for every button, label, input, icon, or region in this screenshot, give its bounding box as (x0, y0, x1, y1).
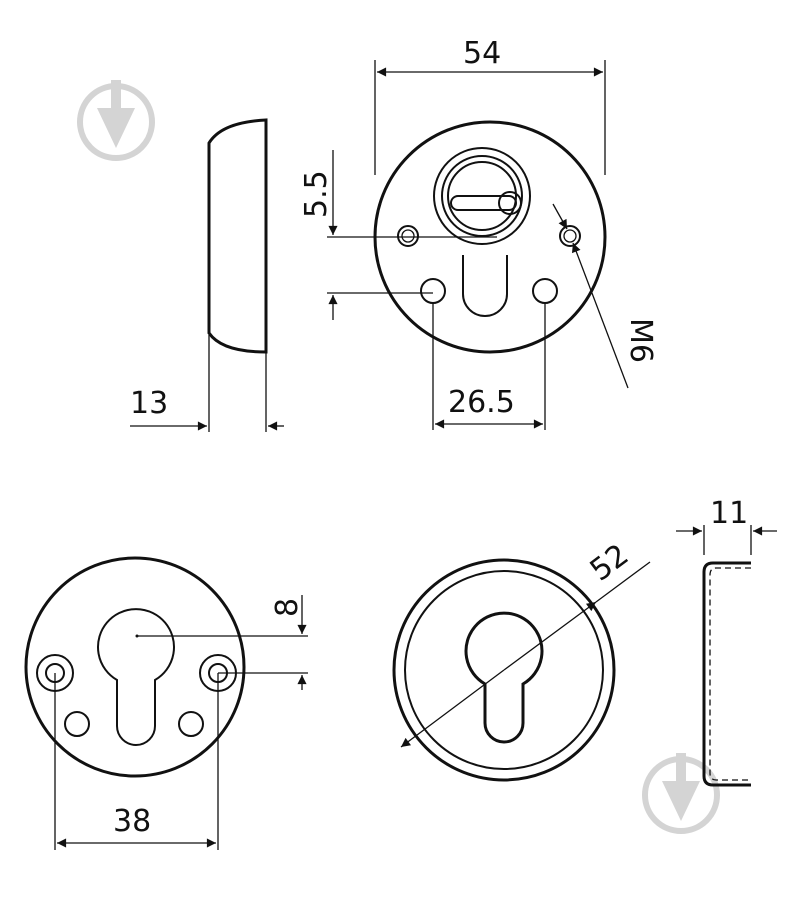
cover-front-view (392, 558, 616, 782)
dimension-11: 11 (676, 496, 777, 555)
dimension-54: 54 (374, 36, 606, 175)
dimension-13: 13 (130, 335, 284, 432)
watermark-logo-icon (77, 80, 155, 161)
dimension-label-38: 38 (113, 804, 151, 839)
dimension-26-5: 26.5 (432, 303, 546, 430)
dimension-label-m6: M6 (623, 318, 658, 363)
rear-view-bottom (24, 556, 246, 778)
front-view-top (373, 120, 607, 354)
dimension-5-5: 5.5 (299, 150, 497, 320)
dimension-8: 8 (137, 595, 308, 690)
dimension-label-11: 11 (710, 496, 748, 531)
dimension-label-8: 8 (270, 598, 305, 617)
dimension-label-26-5: 26.5 (448, 385, 515, 420)
cover-side-profile (702, 561, 751, 787)
dimension-38: 38 (54, 673, 219, 850)
dimension-52: 52 (400, 537, 651, 748)
dimension-label-52: 52 (584, 537, 636, 588)
side-profile-top (207, 118, 268, 354)
watermark-logo-icon (642, 753, 720, 834)
dimension-m6: M6 (552, 203, 658, 389)
dimension-label-5-5: 5.5 (299, 170, 334, 218)
dimension-label-13: 13 (130, 386, 168, 421)
dimension-label-54: 54 (463, 36, 501, 71)
